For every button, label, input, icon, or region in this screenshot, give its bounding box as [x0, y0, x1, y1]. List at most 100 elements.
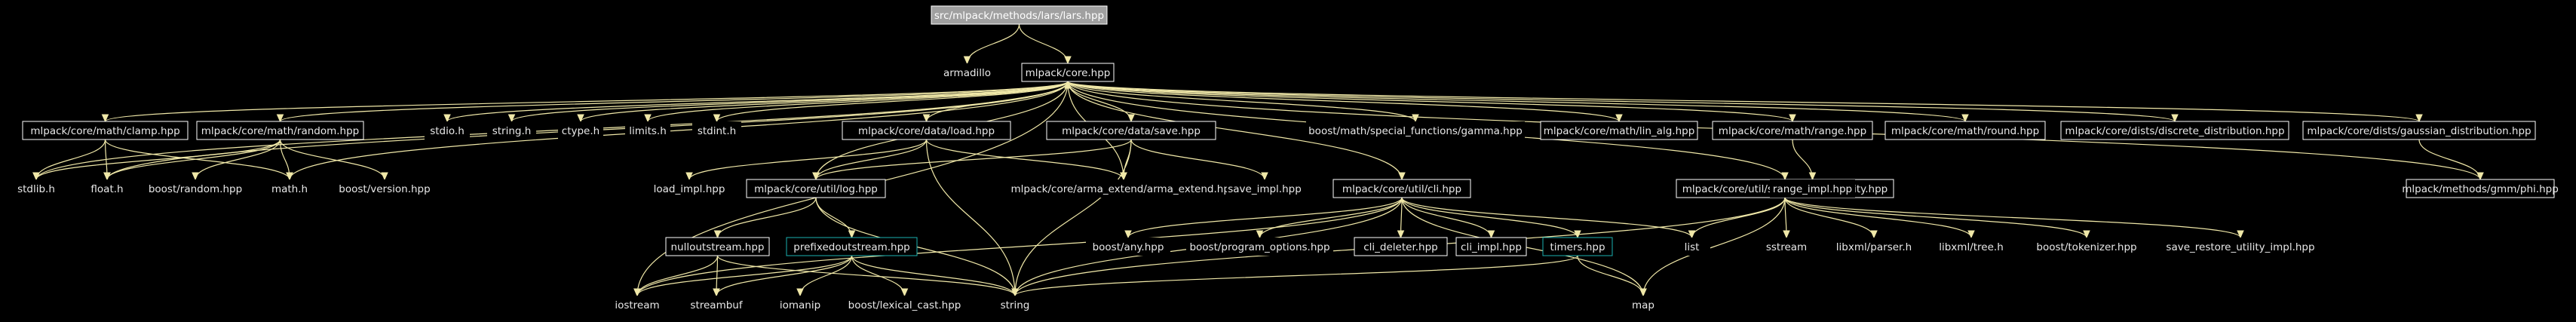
node-load[interactable]: mlpack/core/data/load.hpp	[842, 121, 1011, 140]
node-box	[1760, 238, 1813, 256]
node-label: src/mlpack/methods/lars/lars.hpp	[934, 10, 1104, 22]
node-gaussian[interactable]: mlpack/core/dists/gaussian_distribution.…	[2302, 121, 2536, 140]
node-root[interactable]: src/mlpack/methods/lars/lars.hpp	[931, 5, 1108, 25]
arrowhead-prefixed-to-lexical	[900, 288, 909, 297]
node-label: save_impl.hpp	[1228, 183, 1302, 195]
node-clamp[interactable]: mlpack/core/math/clamp.hpp	[22, 121, 189, 140]
node-label: nulloutstream.hpp	[670, 241, 764, 253]
node-save[interactable]: mlpack/core/data/save.hpp	[1046, 121, 1216, 140]
node-stdint: stdint.h	[692, 121, 741, 140]
edge-core-to-lin_alg	[1067, 81, 1620, 122]
node-label: iostream	[615, 299, 659, 311]
arrowhead-save-to-save_impl	[1261, 172, 1268, 181]
node-label: cli_deleter.hpp	[1363, 241, 1438, 253]
node-label: mlpack/methods/gmm/phi.hpp	[2402, 183, 2559, 195]
node-core[interactable]: mlpack/core.hpp	[1021, 63, 1115, 82]
arrowhead-log-to-prefixed	[848, 230, 856, 239]
node-round[interactable]: mlpack/core/math/round.hpp	[1884, 121, 2046, 140]
node-streambuf: streambuf	[686, 296, 747, 314]
node-nullout[interactable]: nulloutstream.hpp	[665, 237, 770, 256]
node-log[interactable]: mlpack/core/util/log.hpp	[746, 179, 886, 198]
arrowhead-core-to-gaussian	[2415, 114, 2423, 123]
edge-timers-to-map	[1577, 255, 1644, 296]
node-float: float.h	[84, 179, 130, 198]
node-box	[14, 179, 59, 198]
node-label: prefixedoutstream.hpp	[793, 241, 910, 253]
edge-core-to-stdint	[716, 81, 1069, 122]
node-range-impl: range_impl.hpp	[1770, 179, 1855, 198]
node-box	[773, 296, 827, 314]
arrowhead-core-to-round	[1961, 114, 1969, 123]
node-stdlib: stdlib.h	[14, 179, 59, 198]
edge-random-to-boost_version	[279, 139, 385, 180]
node-label: mlpack/core/data/load.hpp	[858, 125, 995, 137]
node-box	[1542, 237, 1613, 256]
node-random[interactable]: mlpack/core/math/random.hpp	[196, 121, 364, 140]
node-save-impl: save_impl.hpp	[1227, 179, 1302, 198]
node-lin-alg[interactable]: mlpack/core/math/lin_alg.hpp	[1540, 121, 1698, 140]
node-label: timers.hpp	[1550, 241, 1605, 253]
edge-cli-to-boost_po	[1259, 197, 1403, 238]
node-label: cli_impl.hpp	[1461, 241, 1522, 253]
arrowhead-cli-to-boost_po	[1256, 230, 1264, 239]
edge-core-to-clamp	[104, 81, 1069, 122]
arrowhead-core-to-range	[1789, 114, 1796, 123]
node-cli[interactable]: mlpack/core/util/cli.hpp	[1332, 179, 1471, 198]
node-box	[939, 63, 995, 81]
node-cli-impl[interactable]: cli_impl.hpp	[1455, 237, 1527, 256]
arrowhead-sru-to-sstream	[1783, 230, 1790, 239]
edge-core-to-ctype	[580, 81, 1069, 122]
node-label: mlpack/core/util/log.hpp	[754, 183, 878, 195]
node-prefixed[interactable]: prefixedoutstream.hpp	[786, 237, 918, 256]
node-box	[1227, 179, 1302, 198]
arrowhead-sru-to-sru_impl	[2237, 230, 2244, 239]
arrowhead-sru-to-list	[1688, 230, 1696, 239]
edge-nullout-to-iostream	[636, 255, 719, 296]
node-box	[845, 296, 964, 314]
arrowhead-timers-to-string	[1011, 288, 1019, 297]
node-label: libxml/parser.h	[1836, 241, 1912, 253]
node-label: boost/version.hpp	[339, 183, 430, 195]
node-phi[interactable]: mlpack/methods/gmm/phi.hpp	[2402, 179, 2559, 198]
node-box	[1186, 238, 1333, 256]
node-box	[931, 5, 1108, 25]
edge-sru-to-sru_impl	[1784, 197, 2241, 238]
node-label: string	[1001, 299, 1030, 311]
arrowhead-range-to-range_impl	[1808, 172, 1817, 181]
node-label: stdint.h	[698, 125, 736, 137]
edge-prefixed-to-iostream	[636, 255, 853, 296]
arrowhead-core-to-gamma	[1412, 114, 1419, 123]
arrowhead-cli-to-cli_impl	[1487, 230, 1495, 239]
node-box	[263, 179, 316, 198]
node-discrete[interactable]: mlpack/core/dists/discrete_distribution.…	[2060, 121, 2289, 140]
arrowhead-sru-to-boost_tok	[2083, 230, 2090, 239]
node-label: string.h	[492, 125, 532, 137]
node-box	[665, 237, 770, 256]
arrowhead-random-to-stdlib	[32, 172, 40, 181]
edge-core-to-math	[289, 81, 1069, 180]
node-boost-any: boost/any.hpp	[1086, 238, 1170, 256]
arrowhead-core-to-limits	[644, 114, 652, 123]
node-cli-deleter[interactable]: cli_deleter.hpp	[1354, 237, 1448, 256]
node-label: mlpack/core/arma_extend/arma_extend.hpp	[1011, 183, 1237, 195]
node-box	[196, 121, 364, 140]
arrowhead-root-to-core	[1064, 56, 1072, 65]
node-label: libxml/tree.h	[1939, 241, 2004, 253]
node-armadillo: armadillo	[939, 63, 995, 81]
node-boost-tok: boost/tokenizer.hpp	[2029, 238, 2145, 256]
arrowhead-load-to-load_impl	[685, 172, 693, 181]
node-label: mlpack/core/math/clamp.hpp	[30, 125, 179, 137]
node-label: boost/tokenizer.hpp	[2036, 241, 2136, 253]
node-box	[558, 121, 603, 140]
arrowhead-root-to-armadillo	[963, 56, 971, 65]
edge-load-to-load_impl	[688, 139, 928, 180]
arrowhead-random-to-float	[103, 172, 111, 181]
node-libxml-parser: libxml/parser.h	[1834, 238, 1914, 256]
node-range[interactable]: mlpack/core/math/range.hpp	[1712, 121, 1873, 140]
node-box	[786, 237, 918, 256]
arrowhead-core-to-save	[1127, 114, 1135, 123]
node-timers[interactable]: timers.hpp	[1542, 237, 1613, 256]
node-label: mlpack/core/math/range.hpp	[1719, 125, 1866, 137]
node-label: load_impl.hpp	[654, 183, 725, 195]
edge-core-to-gaussian	[1067, 81, 2420, 122]
